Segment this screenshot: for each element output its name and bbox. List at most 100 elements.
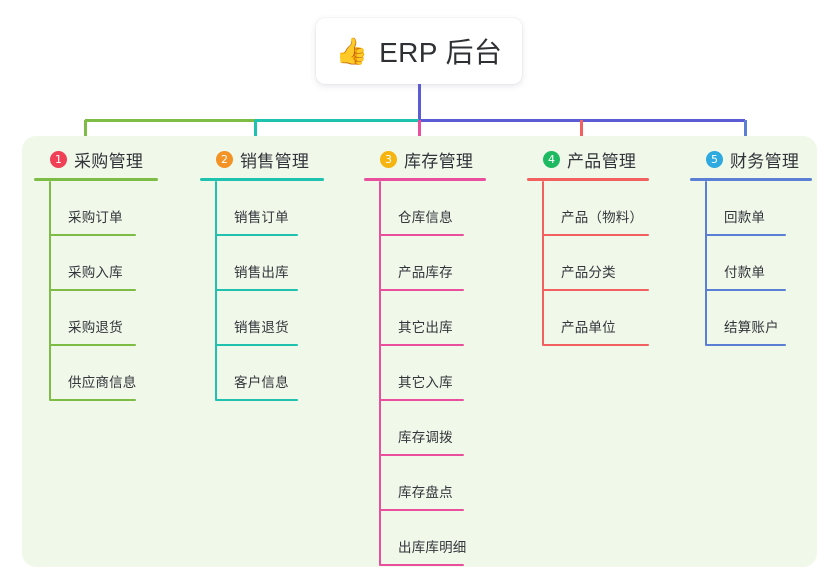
branch-item-label: 产品分类 bbox=[561, 265, 616, 280]
branch-item-label: 销售退货 bbox=[234, 320, 289, 335]
branch-item-underline bbox=[216, 399, 298, 401]
branch-item[interactable]: 回款单 bbox=[706, 181, 839, 236]
branch-item[interactable]: 结算账户 bbox=[706, 291, 839, 346]
branch-title: 库存管理 bbox=[404, 151, 474, 171]
branch-title: 采购管理 bbox=[74, 151, 144, 171]
branch-item-label: 其它入库 bbox=[398, 375, 453, 390]
branch-item[interactable]: 采购订单 bbox=[50, 181, 184, 236]
branch-number-badge: 2 bbox=[216, 150, 233, 168]
branch-items-list: 仓库信息产品库存其它出库其它入库库存调拨库存盘点出库库明细 bbox=[364, 181, 514, 566]
branch-item-underline bbox=[216, 234, 298, 236]
branch-item-label: 销售订单 bbox=[234, 210, 289, 225]
branch-spine bbox=[379, 181, 381, 566]
branch-header-3[interactable]: 3 库存管理 bbox=[364, 146, 514, 172]
branch-item-underline bbox=[706, 289, 786, 291]
branch-item-underline bbox=[50, 234, 136, 236]
branch-item[interactable]: 仓库信息 bbox=[380, 181, 514, 236]
branch-items-list: 采购订单采购入库采购退货供应商信息 bbox=[34, 181, 184, 401]
branch-item-underline bbox=[380, 399, 464, 401]
branch-item[interactable]: 付款单 bbox=[706, 236, 839, 291]
branch-title: 财务管理 bbox=[730, 151, 800, 171]
branch-title: 销售管理 bbox=[240, 151, 310, 171]
branch-item-label: 仓库信息 bbox=[398, 210, 453, 225]
branch-item-label: 出库库明细 bbox=[398, 540, 467, 555]
branch-header-2[interactable]: 2 销售管理 bbox=[200, 146, 350, 172]
branch-item-label: 供应商信息 bbox=[68, 375, 137, 390]
branch-column-2: 2 销售管理销售订单销售出库销售退货客户信息 bbox=[200, 146, 350, 401]
branch-items-list: 销售订单销售出库销售退货客户信息 bbox=[200, 181, 350, 401]
branch-item-label: 付款单 bbox=[724, 265, 766, 280]
branch-spine bbox=[542, 181, 544, 346]
branch-item[interactable]: 采购退货 bbox=[50, 291, 184, 346]
branch-item-underline bbox=[216, 344, 298, 346]
branch-items-list: 产品（物料） 产品分类产品单位 bbox=[527, 181, 677, 346]
branch-item-underline bbox=[216, 289, 298, 291]
branch-title: 产品管理 bbox=[567, 151, 637, 171]
branch-number-badge: 1 bbox=[50, 150, 67, 168]
branch-spine bbox=[215, 181, 217, 401]
branch-item-label: 库存调拨 bbox=[398, 430, 453, 445]
branch-items-list: 回款单付款单结算账户 bbox=[690, 181, 839, 346]
branch-underline bbox=[364, 178, 486, 181]
branch-number-badge: 4 bbox=[543, 150, 560, 168]
branch-underline bbox=[527, 178, 649, 181]
branch-spine bbox=[705, 181, 707, 346]
branch-item-underline bbox=[380, 454, 464, 456]
branch-item-underline bbox=[50, 344, 136, 346]
root-node[interactable]: 👍 ERP 后台 bbox=[316, 18, 522, 84]
branch-column-4: 4 产品管理产品（物料） 产品分类产品单位 bbox=[527, 146, 677, 346]
branch-column-1: 1 采购管理采购订单采购入库采购退货供应商信息 bbox=[34, 146, 184, 401]
branch-item[interactable]: 销售退货 bbox=[216, 291, 350, 346]
branch-item-label: 采购退货 bbox=[68, 320, 123, 335]
branch-item-label: 回款单 bbox=[724, 210, 766, 225]
branch-column-5: 5 财务管理回款单付款单结算账户 bbox=[690, 146, 839, 346]
branch-item-label: 产品库存 bbox=[398, 265, 453, 280]
branch-item[interactable]: 客户信息 bbox=[216, 346, 350, 401]
branch-item[interactable]: 其它入库 bbox=[380, 346, 514, 401]
branch-underline bbox=[200, 178, 324, 181]
branch-item-underline bbox=[543, 289, 649, 291]
branch-item-label: 客户信息 bbox=[234, 375, 289, 390]
branch-item[interactable]: 产品（物料） bbox=[543, 181, 677, 236]
branch-column-3: 3 库存管理仓库信息产品库存其它出库其它入库库存调拨库存盘点出库库明细 bbox=[364, 146, 514, 566]
branch-item-label: 库存盘点 bbox=[398, 485, 453, 500]
branch-item[interactable]: 产品库存 bbox=[380, 236, 514, 291]
branch-item[interactable]: 供应商信息 bbox=[50, 346, 184, 401]
branch-item[interactable]: 其它出库 bbox=[380, 291, 514, 346]
branch-item-underline bbox=[380, 564, 464, 566]
branch-item-label: 结算账户 bbox=[724, 320, 779, 335]
thumbs-up-icon: 👍 bbox=[335, 36, 369, 66]
branch-item-label: 采购订单 bbox=[68, 210, 123, 225]
branch-item[interactable]: 销售出库 bbox=[216, 236, 350, 291]
branch-item[interactable]: 出库库明细 bbox=[380, 511, 514, 566]
branch-header-5[interactable]: 5 财务管理 bbox=[690, 146, 839, 172]
branch-header-4[interactable]: 4 产品管理 bbox=[527, 146, 677, 172]
branch-item-underline bbox=[543, 234, 649, 236]
branch-header-1[interactable]: 1 采购管理 bbox=[34, 146, 184, 172]
root-title: ERP 后台 bbox=[379, 37, 503, 68]
branch-item-underline bbox=[543, 344, 649, 346]
branch-item[interactable]: 销售订单 bbox=[216, 181, 350, 236]
branch-spine bbox=[49, 181, 51, 401]
branch-item[interactable]: 产品单位 bbox=[543, 291, 677, 346]
branch-item-label: 销售出库 bbox=[234, 265, 289, 280]
branch-item-underline bbox=[380, 234, 464, 236]
branch-number-badge: 3 bbox=[380, 150, 397, 168]
branch-item-label: 其它出库 bbox=[398, 320, 453, 335]
branch-item-label: 产品（物料） bbox=[561, 210, 644, 225]
branch-item-underline bbox=[50, 399, 136, 401]
branch-underline bbox=[34, 178, 158, 181]
branch-item-label: 产品单位 bbox=[561, 320, 616, 335]
branch-number-badge: 5 bbox=[706, 150, 723, 168]
branch-item-underline bbox=[706, 344, 786, 346]
branch-item[interactable]: 采购入库 bbox=[50, 236, 184, 291]
branch-item-underline bbox=[380, 344, 464, 346]
branch-item-underline bbox=[380, 509, 464, 511]
branches-panel bbox=[22, 136, 817, 567]
branch-item[interactable]: 产品分类 bbox=[543, 236, 677, 291]
branch-item[interactable]: 库存调拨 bbox=[380, 401, 514, 456]
branch-item[interactable]: 库存盘点 bbox=[380, 456, 514, 511]
branch-item-label: 采购入库 bbox=[68, 265, 123, 280]
branch-underline bbox=[690, 178, 812, 181]
